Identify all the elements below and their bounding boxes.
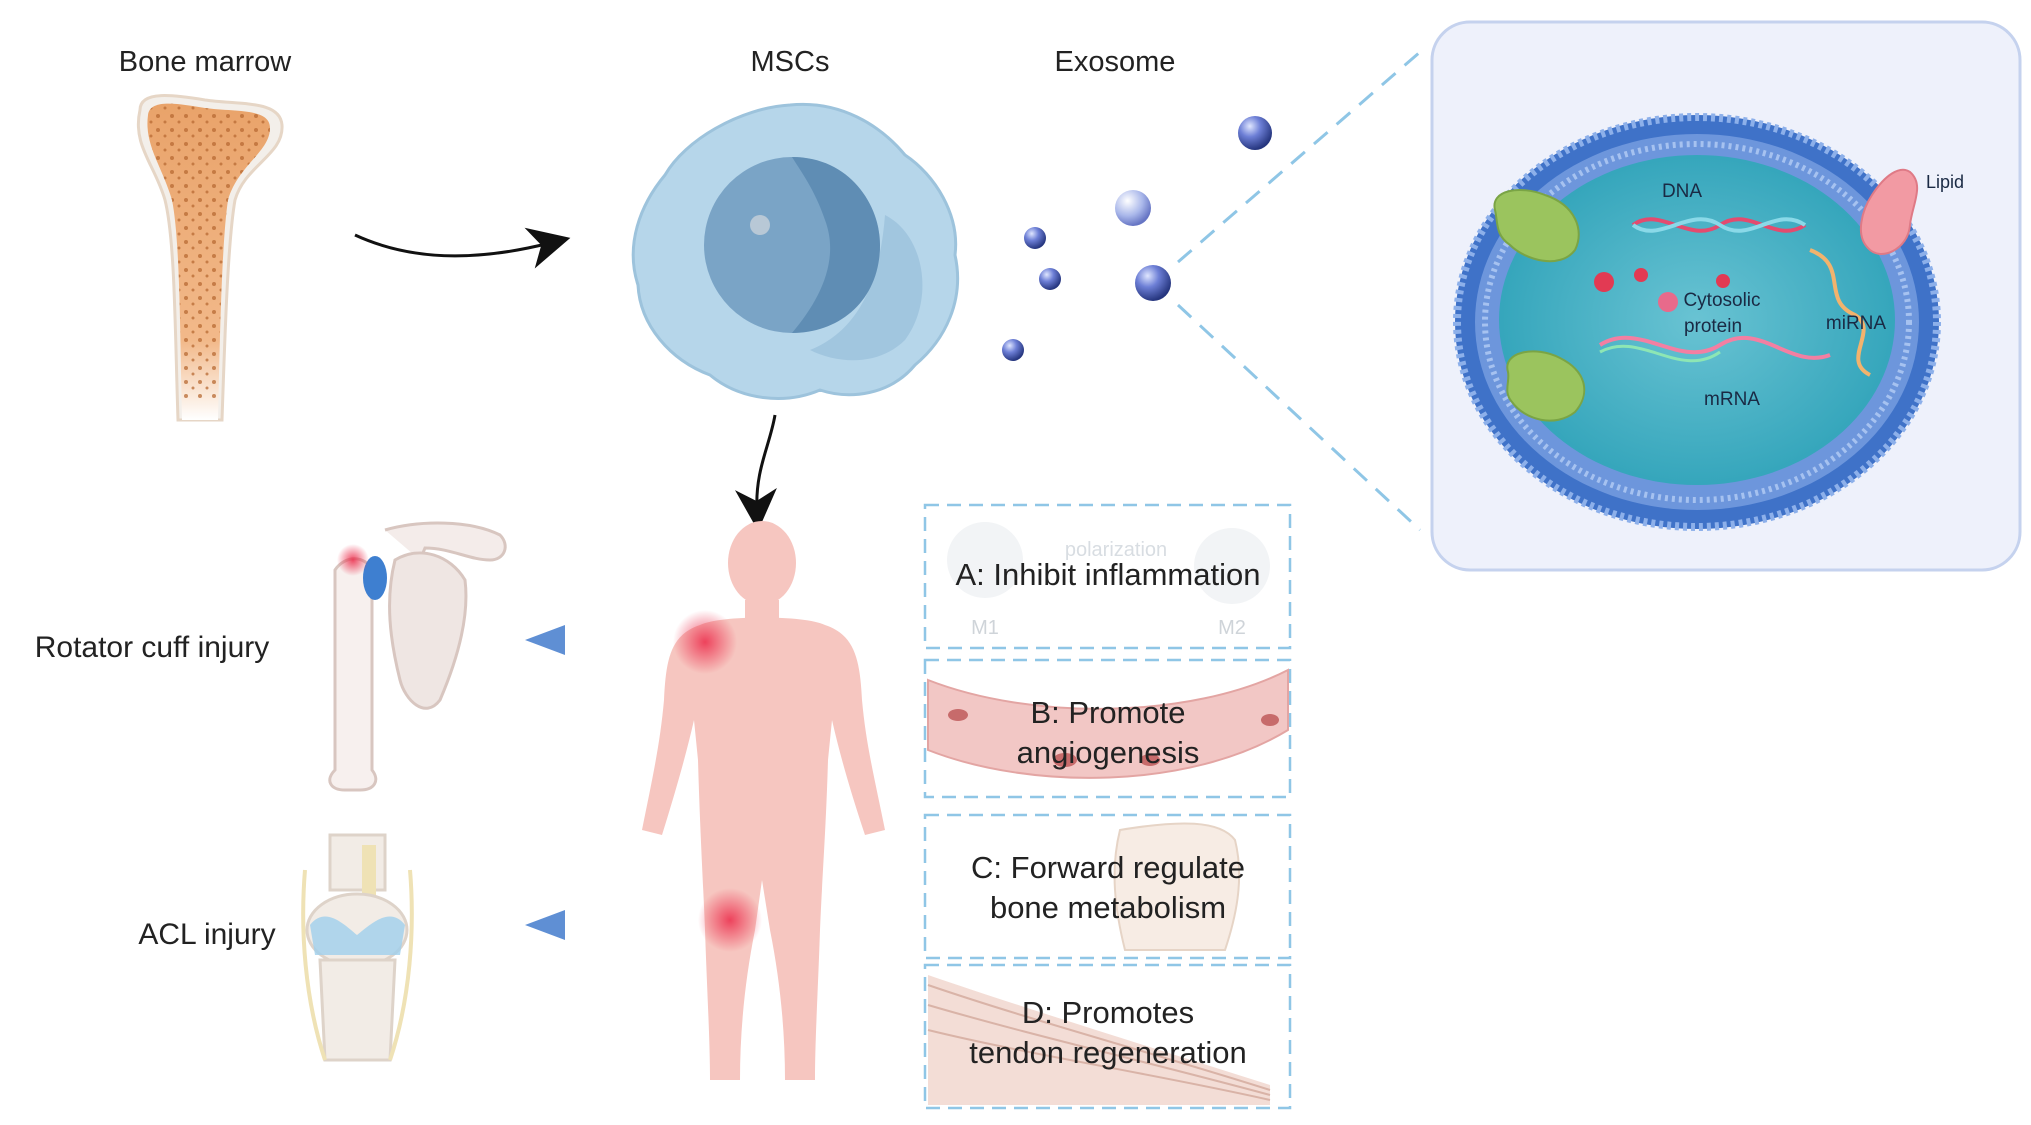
effect-c-line2: bone metabolism — [990, 890, 1226, 925]
arrow-bone-to-msc — [354, 227, 571, 269]
label-mrna: mRNA — [1704, 389, 1760, 410]
label-lipid: Lipid — [1926, 172, 1964, 192]
label-mirna: miRNA — [1826, 313, 1886, 334]
effect-box-d: D: Promotes tendon regeneration — [923, 963, 1292, 1110]
effect-d-line1: D: Promotes — [1022, 995, 1194, 1030]
knee-illustration — [301, 833, 414, 1062]
m1-text: M1 — [971, 617, 999, 639]
effect-c-line1: C: Forward regulate — [971, 850, 1245, 885]
effect-box-c: C: Forward regulate bone metabolism — [923, 813, 1292, 960]
polarization-text: polarization — [1065, 539, 1167, 561]
exosome-bead — [1238, 116, 1272, 150]
shoulder-illustration — [328, 521, 507, 792]
exosome-bead — [1002, 339, 1024, 361]
exosome-detail-panel: DNA Lipid Cytosolic protein miRNA mRNA — [1430, 20, 2022, 572]
effect-b-line1: B: Promote — [1030, 695, 1185, 730]
exosome-bead — [1024, 227, 1046, 249]
zoom-line-top — [1177, 50, 1421, 264]
effect-a-label: A: Inhibit inflammation — [956, 557, 1261, 592]
label-rotator-cuff-injury: Rotator cuff injury — [35, 631, 270, 664]
label-acl-injury: ACL injury — [138, 918, 275, 951]
label-exosome: Exosome — [1055, 46, 1176, 78]
m2-text: M2 — [1218, 617, 1246, 639]
msc-cell-illustration — [631, 102, 960, 400]
label-mscs: MSCs — [751, 46, 830, 78]
exosome-bead — [1039, 268, 1061, 290]
effect-d-line2: tendon regeneration — [969, 1035, 1247, 1070]
arrowhead — [525, 910, 565, 940]
shoulder-injury-marker — [673, 610, 737, 674]
exosome-bead — [1115, 190, 1151, 226]
label-bone-marrow: Bone marrow — [119, 46, 293, 78]
effect-b-line2: angiogenesis — [1017, 735, 1200, 770]
exosome-bead — [1135, 265, 1171, 301]
zoom-line-bottom — [1176, 303, 1422, 532]
bone-marrow-illustration — [136, 94, 284, 422]
effect-box-b: B: Promote angiogenesis — [923, 658, 1292, 799]
knee-injury-marker — [698, 888, 762, 952]
label-protein: protein — [1684, 316, 1742, 337]
human-body-illustration — [642, 521, 885, 1080]
effect-box-a: polarization M1 M2 A: Inhibit inflammati… — [923, 503, 1292, 650]
label-cytosolic: Cytosolic — [1683, 290, 1760, 311]
label-dna: DNA — [1662, 181, 1702, 202]
arrow-msc-to-body — [734, 414, 777, 531]
arrowhead — [525, 625, 565, 655]
